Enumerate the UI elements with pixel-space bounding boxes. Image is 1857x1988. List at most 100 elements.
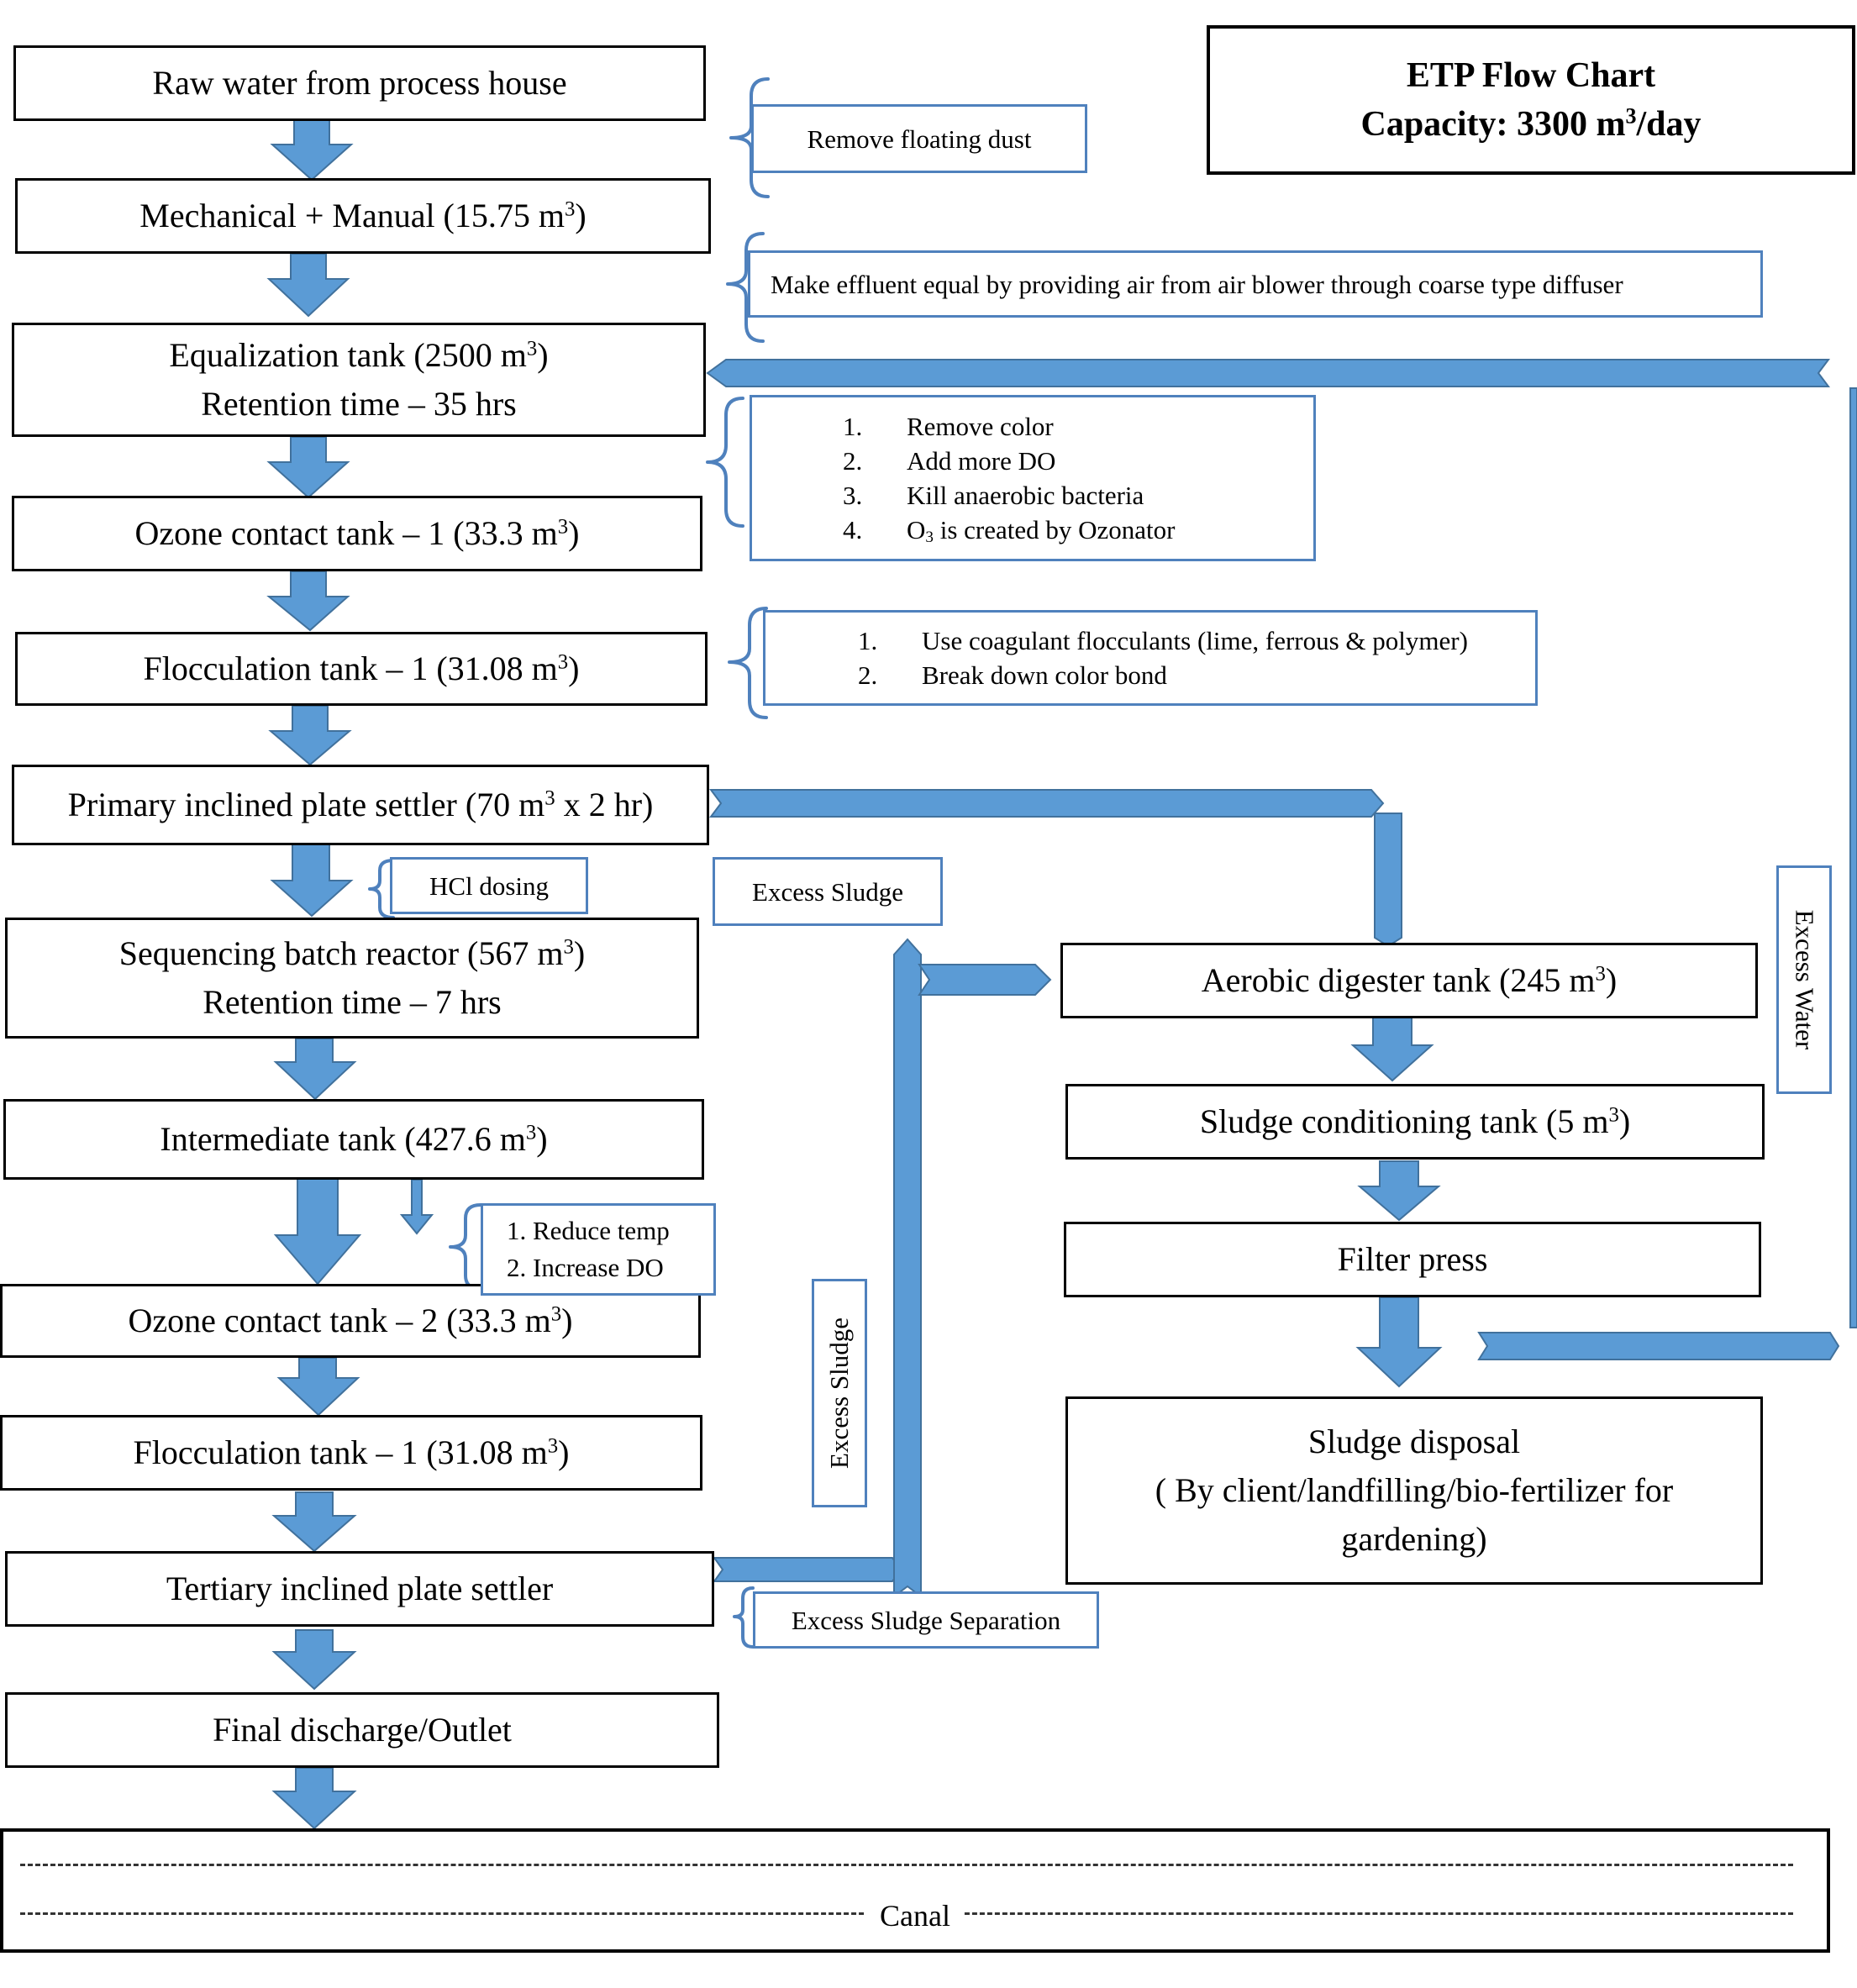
sludge-conditioning-label: Sludge conditioning tank (5 m3) bbox=[1199, 1102, 1631, 1140]
flocculation-tank-2-box: Flocculation tank – 1 (31.08 m3) bbox=[0, 1415, 702, 1491]
arrow-down-8 bbox=[273, 1177, 362, 1286]
arrow-down-7 bbox=[273, 1038, 357, 1101]
ozone-contact-tank-1-label: Ozone contact tank – 1 (33.3 m3) bbox=[134, 514, 580, 552]
tertiary-sludge-horizontal bbox=[713, 1557, 902, 1582]
mechanical-manual-label: Mechanical + Manual (15.75 m3) bbox=[139, 197, 587, 234]
filter-press-label: Filter press bbox=[1337, 1240, 1488, 1278]
arrow-down-6 bbox=[270, 843, 354, 918]
chart-title-box: ETP Flow Chart Capacity: 3300 m3/day bbox=[1207, 25, 1855, 175]
note-ozone-list: 1.Remove color 2.Add more DO 3.Kill anae… bbox=[750, 395, 1316, 561]
note-equalize: Make effluent equal by providing air fro… bbox=[748, 250, 1763, 318]
arrow-down-5 bbox=[268, 705, 352, 766]
intermediate-tank-label: Intermediate tank (427.6 m3) bbox=[160, 1120, 548, 1158]
equalization-tank-label: Equalization tank (2500 m3) bbox=[169, 336, 549, 374]
arrow-down-s1 bbox=[1350, 1016, 1434, 1082]
note-excess-water-text: Excess Water bbox=[1790, 909, 1820, 1050]
note-excess-sludge-top: Excess Sludge bbox=[713, 857, 943, 926]
excess-water-vertical bbox=[1849, 387, 1857, 1328]
raw-water-label: Raw water from process house bbox=[152, 64, 567, 102]
equalization-tank-box: Equalization tank (2500 m3) Retention ti… bbox=[12, 323, 706, 437]
flocculation-list: 1.Use coagulant flocculants (lime, ferro… bbox=[858, 623, 1468, 692]
ozone-contact-tank-2-label: Ozone contact tank – 2 (33.3 m3) bbox=[128, 1302, 573, 1339]
note-excess-sludge-vertical-text: Excess Sludge bbox=[824, 1317, 855, 1469]
note-excess-sludge-vertical: Excess Sludge bbox=[812, 1279, 867, 1507]
equalization-retention: Retention time – 35 hrs bbox=[201, 385, 517, 423]
canal-label: Canal bbox=[866, 1899, 964, 1933]
ozone-list-item: 4.O3 is created by Ozonator bbox=[843, 515, 1176, 546]
arrow-down-1 bbox=[270, 118, 354, 181]
sbr-label: Sequencing batch reactor (567 m3) bbox=[118, 934, 586, 972]
note-hcl-dosing-text: HCl dosing bbox=[429, 870, 550, 901]
sbr-box: Sequencing batch reactor (567 m3) Retent… bbox=[5, 918, 699, 1039]
note-flocculation-list: 1.Use coagulant flocculants (lime, ferro… bbox=[763, 610, 1538, 706]
arrow-down-9 bbox=[276, 1357, 360, 1417]
sludge-conditioning-box: Sludge conditioning tank (5 m3) bbox=[1065, 1084, 1765, 1160]
filter-press-box: Filter press bbox=[1064, 1222, 1761, 1297]
sludge-disposal-detail-1: ( By client/landfilling/bio-fertilizer f… bbox=[1155, 1471, 1674, 1509]
sbr-retention: Retention time – 7 hrs bbox=[203, 983, 502, 1021]
note-excess-sludge-separation: Excess Sludge Separation bbox=[753, 1591, 1099, 1649]
ozone-list: 1.Remove color 2.Add more DO 3.Kill anae… bbox=[843, 409, 1176, 547]
raw-water-box: Raw water from process house bbox=[13, 45, 706, 121]
arrow-down-s2 bbox=[1357, 1160, 1441, 1222]
note-remove-floating-dust: Remove floating dust bbox=[751, 104, 1087, 173]
canal-dash-line-1 bbox=[20, 1864, 1793, 1866]
brace-remove-dust bbox=[729, 77, 770, 198]
sludge-disposal-detail-2: gardening) bbox=[1341, 1520, 1487, 1558]
brace-flocculation bbox=[728, 607, 768, 719]
ozone-contact-tank-1-box: Ozone contact tank – 1 (33.3 m3) bbox=[12, 496, 702, 571]
ozone-list-item: 2.Add more DO bbox=[843, 446, 1056, 476]
ozone-list-item: 3.Kill anaerobic bacteria bbox=[843, 481, 1144, 510]
aerobic-digester-box: Aerobic digester tank (245 m3) bbox=[1060, 943, 1758, 1018]
note-remove-floating-dust-text: Remove floating dust bbox=[807, 124, 1032, 154]
primary-settler-label: Primary inclined plate settler (70 m3 x … bbox=[67, 786, 654, 823]
brace-intermediate bbox=[449, 1203, 482, 1291]
vertical-sludge-up bbox=[893, 938, 922, 1598]
arrow-down-11 bbox=[271, 1629, 357, 1691]
note-intermediate-item-2: 2. Increase DO bbox=[507, 1253, 664, 1282]
sludge-disposal-title: Sludge disposal bbox=[1307, 1423, 1521, 1460]
chart-title: ETP Flow Chart bbox=[1406, 56, 1656, 95]
primary-sludge-down bbox=[1374, 813, 1402, 948]
tertiary-settler-box: Tertiary inclined plate settler bbox=[5, 1551, 714, 1627]
final-discharge-label: Final discharge/Outlet bbox=[213, 1711, 512, 1749]
primary-sludge-horizontal bbox=[709, 789, 1385, 818]
flocculation-tank-2-label: Flocculation tank – 1 (31.08 m3) bbox=[133, 1433, 570, 1471]
flocculation-list-item: 2.Break down color bond bbox=[858, 660, 1167, 690]
sludge-disposal-box: Sludge disposal ( By client/landfilling/… bbox=[1065, 1396, 1763, 1585]
tertiary-settler-label: Tertiary inclined plate settler bbox=[166, 1570, 554, 1607]
ozone-list-item: 1.Remove color bbox=[843, 412, 1054, 441]
arrow-down-12 bbox=[271, 1767, 357, 1830]
arrow-down-4 bbox=[266, 571, 350, 632]
filter-press-excess-water bbox=[1477, 1332, 1840, 1360]
flocculation-list-item: 1.Use coagulant flocculants (lime, ferro… bbox=[858, 626, 1468, 655]
note-intermediate-item-1: 1. Reduce temp bbox=[507, 1216, 670, 1245]
mechanical-manual-box: Mechanical + Manual (15.75 m3) bbox=[15, 178, 711, 254]
arrow-down-10 bbox=[271, 1491, 357, 1553]
note-hcl-dosing: HCl dosing bbox=[390, 857, 588, 914]
canal-box: Canal bbox=[0, 1828, 1830, 1953]
sludge-to-digester bbox=[918, 964, 1052, 996]
flocculation-tank-1-label: Flocculation tank – 1 (31.08 m3) bbox=[143, 650, 580, 687]
note-equalize-text: Make effluent equal by providing air fro… bbox=[771, 269, 1623, 299]
brace-hcl bbox=[368, 859, 395, 919]
brace-separation bbox=[733, 1586, 755, 1649]
arrow-down-2 bbox=[266, 253, 350, 318]
arrow-down-3 bbox=[266, 436, 350, 499]
arrow-down-small bbox=[399, 1179, 434, 1235]
flocculation-tank-1-box: Flocculation tank – 1 (31.08 m3) bbox=[15, 632, 708, 706]
note-excess-sludge-separation-text: Excess Sludge Separation bbox=[791, 1605, 1061, 1635]
arrow-down-s3 bbox=[1355, 1296, 1443, 1388]
ozone-contact-tank-2-box: Ozone contact tank – 2 (33.3 m3) bbox=[0, 1284, 701, 1358]
intermediate-tank-box: Intermediate tank (427.6 m3) bbox=[3, 1099, 704, 1180]
primary-settler-box: Primary inclined plate settler (70 m3 x … bbox=[12, 765, 709, 845]
final-discharge-box: Final discharge/Outlet bbox=[5, 1692, 719, 1768]
excess-water-return-top bbox=[706, 359, 1830, 387]
brace-ozone bbox=[706, 397, 744, 528]
note-excess-sludge-top-text: Excess Sludge bbox=[752, 876, 903, 907]
note-excess-water: Excess Water bbox=[1776, 865, 1832, 1094]
brace-equalize bbox=[726, 232, 765, 343]
chart-capacity: Capacity: 3300 m3/day bbox=[1360, 103, 1702, 144]
